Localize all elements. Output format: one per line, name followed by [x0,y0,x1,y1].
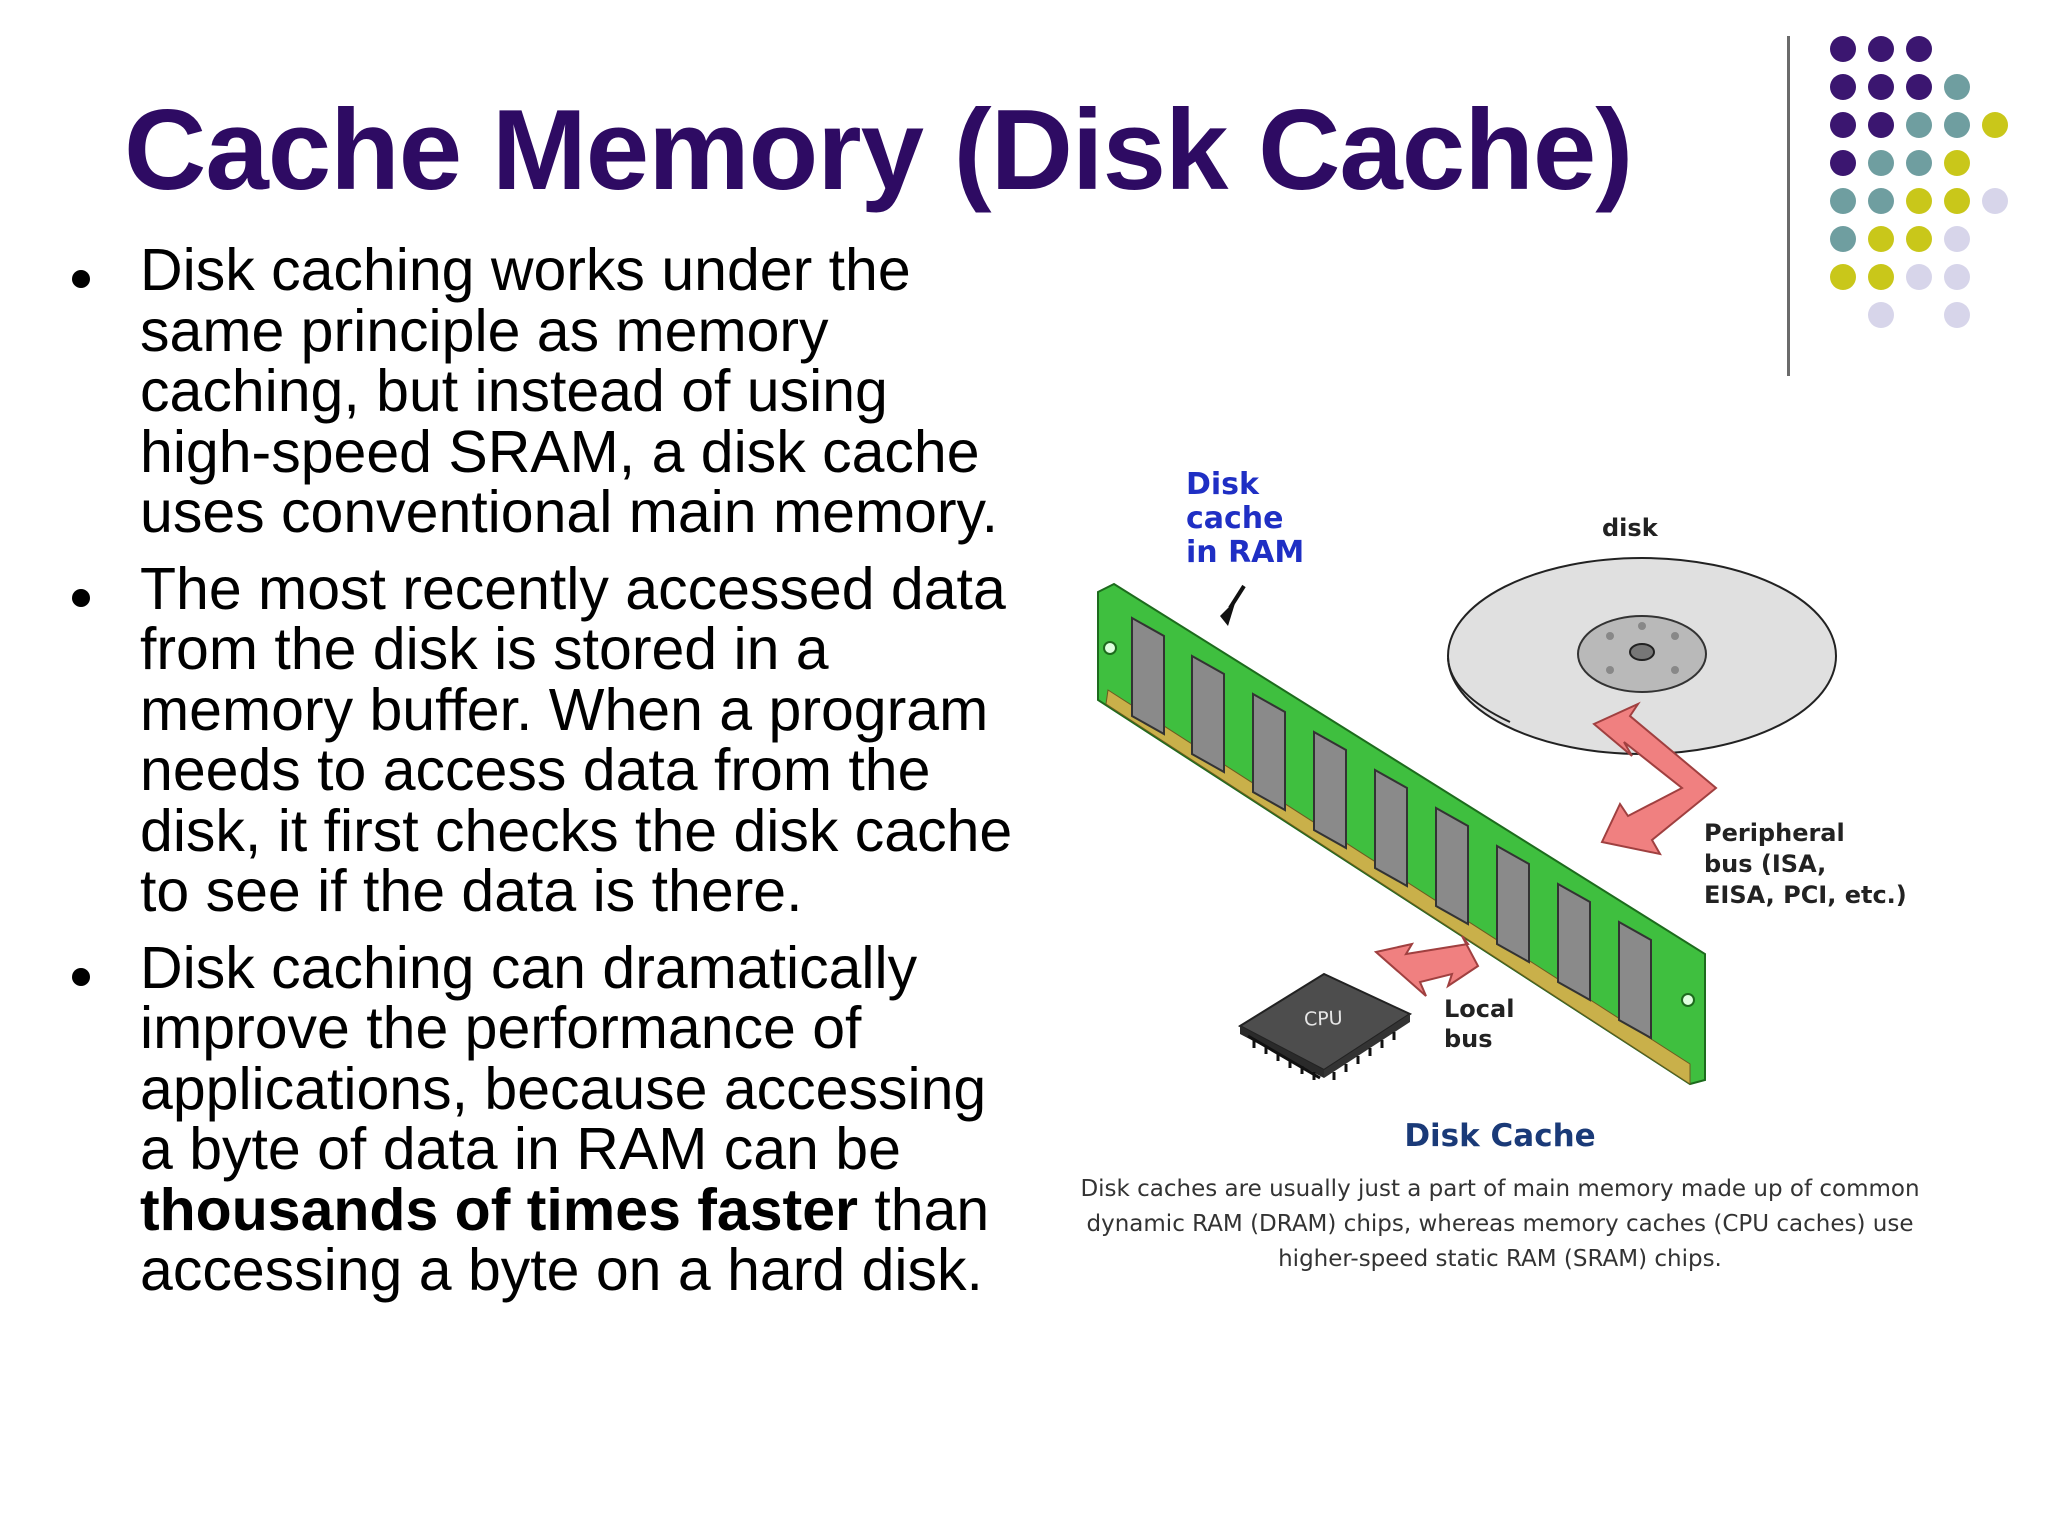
dot [1906,188,1932,214]
dot [1906,74,1932,100]
dot [1868,264,1894,290]
bullet-item: Disk caching can dramatically improve th… [62,934,1022,1303]
dot [1944,150,1970,176]
slide-title: Cache Memory (Disk Cache) [124,87,1633,214]
dot [1868,36,1894,62]
disk-cache-diagram: Disk cache in RAM disk Peripheral bus (I… [1090,466,1940,1092]
label-disk: disk [1602,514,1658,542]
label-line: cache [1186,501,1284,536]
dot [1906,264,1932,290]
label-line: Disk [1186,467,1259,502]
dot [1944,188,1970,214]
bullet-text: Disk caching works under the same princi… [140,237,999,545]
dot [1830,112,1856,138]
dot [1830,74,1856,100]
label-disk-cache-in-ram: Disk cache in RAM [1186,468,1304,570]
dot [1944,74,1970,100]
dot [1906,112,1932,138]
diagram-graphic [1097,557,1837,1086]
dot [1906,150,1932,176]
label-line: EISA, PCI, etc.) [1704,881,1907,909]
bullet-dot-icon [72,967,90,986]
label-peripheral-bus: Peripheral bus (ISA, EISA, PCI, etc.) [1704,818,1907,911]
divider-line [1787,36,1790,376]
dot [1868,302,1894,328]
dot [1868,74,1894,100]
dot [1830,150,1856,176]
disk-platter [1447,557,1837,755]
dot [1944,302,1970,328]
ram-module [1097,582,1706,1086]
dot [1830,264,1856,290]
label-line: bus (ISA, [1704,850,1827,878]
bullet-item: Disk caching works under the same princi… [62,240,1022,543]
bullet-text-after: than accessing a byte on a hard disk. [140,1176,990,1303]
bullet-text: The most recently accessed data from the… [140,555,1013,924]
peripheral-bus-arrow [1592,701,1718,856]
bullet-text-before: Disk caching can dramatically improve th… [140,934,987,1182]
label-line: bus [1444,1025,1493,1053]
decorative-dot-grid [1820,30,2040,340]
label-local-bus: Local bus [1444,994,1514,1054]
dot [1982,188,2008,214]
bullet-item: The most recently accessed data from the… [62,555,1022,924]
diagram-caption-title: Disk Cache [1404,1118,1596,1154]
dot [1944,264,1970,290]
label-line: Local [1444,995,1515,1023]
label-line: in RAM [1186,535,1305,570]
dot [1868,188,1894,214]
dot [1830,36,1856,62]
dot [1830,226,1856,252]
dot [1944,112,1970,138]
label-cpu: CPU [1303,1007,1344,1031]
dot [1944,226,1970,252]
dot [1868,112,1894,138]
dot [1982,112,2008,138]
bullet-dot-icon [72,588,90,607]
bullet-dot-icon [72,270,90,288]
bullet-list: Disk caching works under the same princi… [62,240,1022,1317]
dot [1906,226,1932,252]
label-line: Peripheral [1704,819,1845,847]
dot [1906,36,1932,62]
dot [1868,150,1894,176]
diagram-caption-text: Disk caches are usually just a part of m… [1080,1176,1920,1272]
dot [1868,226,1894,252]
bullet-text-bold: thousands of times faster [140,1176,858,1243]
dot [1830,188,1856,214]
local-bus-arrow [1373,935,1480,997]
cache-pointer-arrow [1220,584,1246,626]
cpu-chip [1237,972,1413,1080]
